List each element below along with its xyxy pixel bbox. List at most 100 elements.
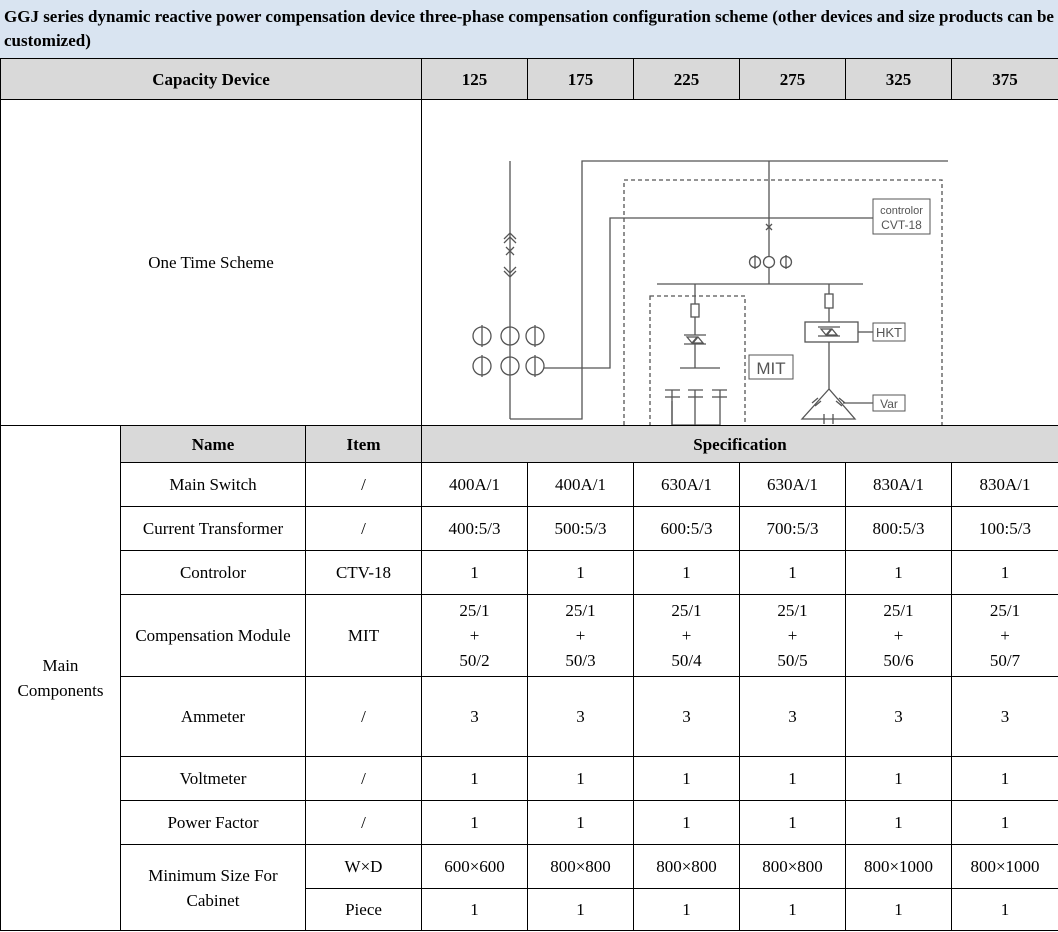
table-row: Compensation Module MIT 25/1+50/2 25/1+5…	[1, 594, 1058, 677]
fuse-group-icon	[748, 254, 793, 269]
row-item: /	[304, 462, 423, 507]
module-value-line: +	[681, 626, 692, 645]
capacity-175: 175	[527, 58, 635, 100]
row-item: /	[304, 676, 423, 757]
row-value: 600×600	[421, 844, 529, 889]
row-name: Compensation Module	[120, 594, 306, 677]
row-value: 1	[739, 800, 847, 845]
capacity-125: 125	[421, 58, 529, 100]
module-value-line: 25/1	[777, 601, 808, 620]
row-value: 3	[845, 676, 953, 757]
row-value: 1	[527, 888, 635, 931]
row-value: 3	[951, 676, 1058, 757]
module-value-cell: 25/1+50/3	[527, 594, 635, 677]
module-value-line: 50/2	[459, 651, 490, 670]
hkt-thyristor-icon	[818, 325, 841, 337]
var-label-box	[872, 394, 906, 411]
row-value: 1	[633, 800, 741, 845]
row-value: 600:5/3	[633, 506, 741, 551]
row-value: 100:5/3	[951, 506, 1058, 551]
module-value-line: +	[1000, 626, 1010, 645]
module-value-line: 50/6	[883, 651, 914, 670]
row-value: 1	[845, 550, 953, 595]
module-value-cell: 25/1 +50/4	[633, 594, 741, 677]
row-name: Ammeter	[120, 676, 306, 757]
module-value-line: 50/4	[671, 651, 702, 670]
tap-switch-icon	[765, 223, 773, 230]
row-value: 3	[527, 676, 635, 757]
module-value-line: +	[893, 626, 904, 645]
scheme-row: One Time Scheme	[0, 99, 1058, 426]
capacity-device-label: Capacity Device	[0, 58, 423, 100]
row-value: 700:5/3	[739, 506, 847, 551]
module-value-line: 25/1	[671, 601, 702, 620]
row-value: 1	[421, 550, 529, 595]
row-item: CTV-18	[304, 550, 423, 595]
hkt-switch-box	[804, 320, 859, 343]
capacity-header-row: Capacity Device 125 175 225 275 325 375	[0, 58, 1058, 100]
cabinet-label-line: Cabinet	[186, 890, 240, 910]
delta-capacitor-icon	[800, 387, 857, 424]
components-header-row: Main Components Name Item Specification	[0, 425, 1058, 931]
one-line-diagram: controlor CVT-18	[472, 159, 949, 425]
row-item: Piece	[304, 888, 423, 931]
hkt-fuse-icon	[824, 292, 834, 309]
row-value: 800×800	[739, 844, 847, 889]
row-value: 830A/1	[951, 462, 1058, 507]
table-row: Voltmeter / 1 1 1 1 1 1	[1, 756, 1058, 801]
mit-module-boundary	[649, 294, 746, 425]
hkt-label-box	[872, 322, 906, 341]
row-value: 1	[527, 550, 635, 595]
ct-signal-wire	[544, 216, 874, 369]
row-name: Main Switch	[120, 462, 306, 507]
row-value: 1	[633, 888, 741, 931]
row-value: 3	[421, 676, 529, 757]
row-value: 800×1000	[845, 844, 953, 889]
module-value-line: 25/1	[883, 601, 914, 620]
row-item: /	[304, 506, 423, 551]
module-value-line: 50/3	[565, 651, 596, 670]
row-value: 1	[527, 800, 635, 845]
row-value: 1	[845, 800, 953, 845]
var-label: Var	[880, 397, 898, 411]
capacity-375: 375	[951, 58, 1058, 100]
row-item: /	[304, 756, 423, 801]
mit-fuse-icon	[690, 302, 700, 318]
row-value: 1	[421, 888, 529, 931]
row-value: 1	[527, 756, 635, 801]
configuration-table: Capacity Device 125 175 225 275 325 375 …	[0, 58, 1058, 931]
module-value-cell: 25/1 +50/6	[845, 594, 953, 677]
row-name: Power Factor	[120, 800, 306, 845]
disconnect-switch-icon	[503, 231, 517, 278]
row-value: 630A/1	[739, 462, 847, 507]
module-value-cell: 25/1+50/7	[951, 594, 1058, 677]
col-name-header: Name	[120, 425, 306, 463]
capacity-225: 225	[633, 58, 741, 100]
row-value: 1	[739, 888, 847, 931]
row-value: 1	[951, 756, 1058, 801]
row-value: 1	[633, 756, 741, 801]
row-value: 3	[739, 676, 847, 757]
row-item: MIT	[304, 594, 423, 677]
row-value: 800×800	[633, 844, 741, 889]
row-value: 400A/1	[527, 462, 635, 507]
current-transformer-icon	[472, 324, 545, 377]
table-row: Ammeter / 3 3 3 3 3 3	[1, 676, 1058, 757]
controller-label: controlor	[880, 205, 923, 217]
row-value: 1	[739, 756, 847, 801]
row-value: 400:5/3	[421, 506, 529, 551]
row-value: 800×1000	[951, 844, 1058, 889]
scheme-label: One Time Scheme	[0, 99, 423, 426]
row-value: 3	[633, 676, 741, 757]
row-value: 400A/1	[421, 462, 529, 507]
scheme-diagram-cell: controlor CVT-18	[421, 99, 1058, 426]
capacity-325: 325	[845, 58, 953, 100]
row-value: 1	[951, 888, 1058, 931]
capacity-275: 275	[739, 58, 847, 100]
module-value-line: 25/1	[989, 601, 1021, 620]
row-value: 1	[951, 550, 1058, 595]
row-value: 800×800	[527, 844, 635, 889]
module-value-line: 25/1	[565, 601, 596, 620]
